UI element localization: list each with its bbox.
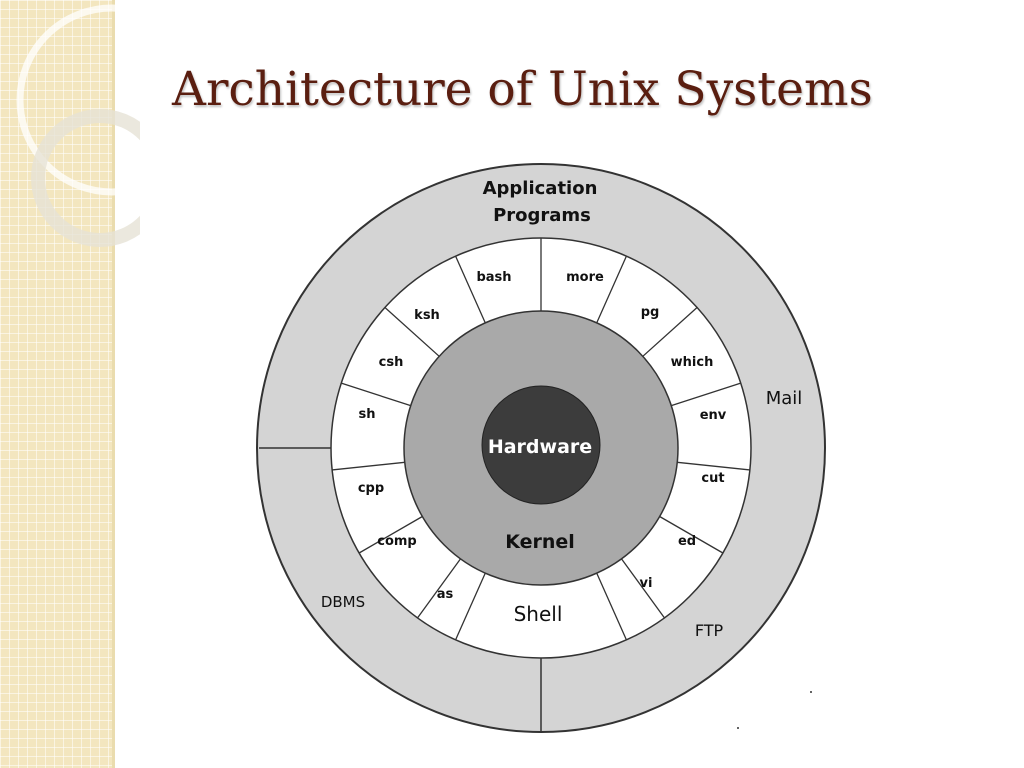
command-divider [596,572,628,641]
decorative-ring-large [16,4,140,196]
command-divider [384,306,440,357]
command-divider [358,515,423,554]
command-label-ed: ed [678,534,696,549]
application-programs-label-line2: Programs [493,205,591,226]
command-divider [341,382,411,407]
hardware-label: Hardware [488,436,592,458]
hardware-core [481,385,601,505]
application-label-ftp: FTP [695,621,724,640]
command-label-env: env [700,408,727,423]
slide-title: Architecture of Unix Systems [172,62,873,117]
command-label-bash: bash [476,270,511,285]
command-label-more: more [566,270,604,285]
command-label-as: as [437,587,454,602]
stray-dot [810,691,812,693]
decorative-ring-small [31,109,140,247]
command-divider [454,255,486,324]
command-label-cut: cut [701,471,724,486]
side-band-divider [112,0,115,768]
command-divider [454,572,486,641]
command-label-ksh: ksh [414,308,440,323]
application-label-mail: Mail [766,388,803,409]
decorative-rings [16,4,140,247]
command-label-sh: sh [359,407,376,422]
command-divider [332,461,405,471]
kernel-label: Kernel [505,531,575,553]
command-label-which: which [671,355,714,370]
application-label-dbms: DBMS [321,593,365,611]
command-divider [659,515,724,554]
command-dividers [332,238,750,641]
command-divider [671,382,741,407]
command-label-csh: csh [379,355,404,370]
command-label-comp: comp [377,534,417,549]
command-labels: bash more pg which env cut ed vi as comp cpp sh csh k… [358,270,727,602]
command-label-vi: vi [640,576,653,591]
stray-dot [737,727,739,729]
shell-label: Shell [514,602,563,626]
application-programs-label-line1: Application [483,178,598,199]
command-divider [677,461,750,471]
command-divider [642,306,698,357]
command-label-pg: pg [641,305,660,320]
command-divider [596,255,628,324]
command-divider [621,558,665,619]
command-divider [417,558,461,619]
command-label-cpp: cpp [358,481,384,496]
